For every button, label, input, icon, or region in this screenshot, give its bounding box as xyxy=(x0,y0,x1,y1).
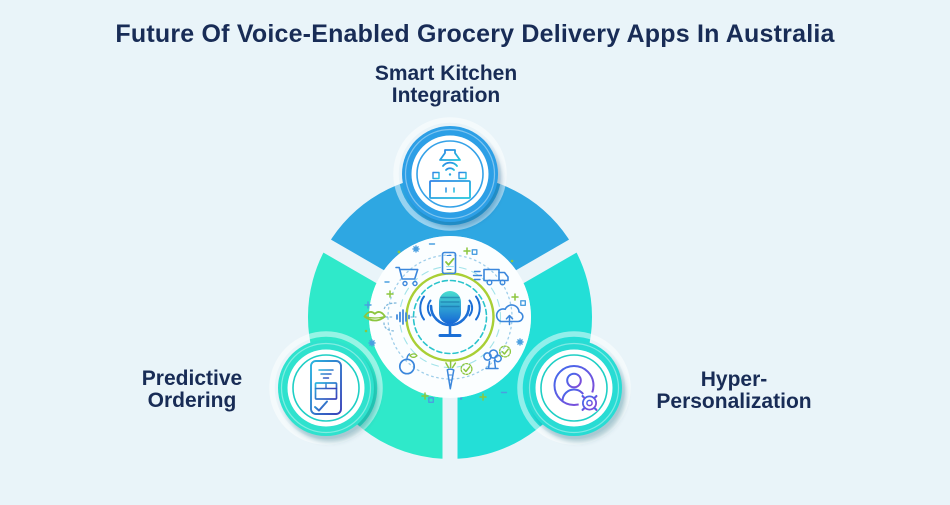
badge-halo xyxy=(517,331,631,445)
satellite-predictive-ordering xyxy=(269,331,383,445)
label-line: Smart Kitchen xyxy=(374,62,518,85)
user-gear-icon xyxy=(553,365,601,414)
smartphone-check-icon xyxy=(441,251,457,275)
check-badge xyxy=(498,345,512,358)
label-line: Ordering xyxy=(147,389,237,412)
segment-gaps xyxy=(315,235,585,468)
check-badge xyxy=(460,362,473,376)
label-hyper-personalization: Hyper- Personalization xyxy=(584,369,884,413)
center-hub xyxy=(363,243,526,403)
order-device-icon xyxy=(310,360,342,415)
lips-icon xyxy=(363,311,386,322)
delivery-truck-icon xyxy=(472,268,509,286)
voice-wave-icon xyxy=(396,309,410,325)
label-line: Integration xyxy=(391,84,501,107)
dotted-connectors xyxy=(383,302,417,332)
smart-kitchen-icon xyxy=(426,149,474,199)
cloud-upload-icon xyxy=(495,304,524,326)
page-title: Future Of Voice-Enabled Grocery Delivery… xyxy=(115,20,835,48)
label-predictive-ordering: Predictive Ordering xyxy=(42,368,342,412)
satellite-smart-kitchen xyxy=(393,117,507,231)
badge-halo xyxy=(393,117,507,231)
decorations xyxy=(364,243,526,403)
teal-dashed-ring xyxy=(412,279,488,355)
label-smart-kitchen-integration: Smart Kitchen Integration xyxy=(296,63,596,107)
badge-halo xyxy=(269,331,383,445)
label-line: Personalization xyxy=(656,390,812,413)
check-badges xyxy=(460,345,512,376)
shopping-cart-icon xyxy=(395,266,419,287)
broccoli-icon xyxy=(483,349,502,370)
apple-icon xyxy=(398,353,418,375)
label-line: Hyper- xyxy=(700,368,768,391)
label-line: Predictive xyxy=(141,367,243,390)
carrot-icon xyxy=(445,360,457,390)
microphone-icon xyxy=(419,291,481,337)
satellite-hyper-personalization xyxy=(517,331,631,445)
sound-waves-icon xyxy=(419,295,481,321)
